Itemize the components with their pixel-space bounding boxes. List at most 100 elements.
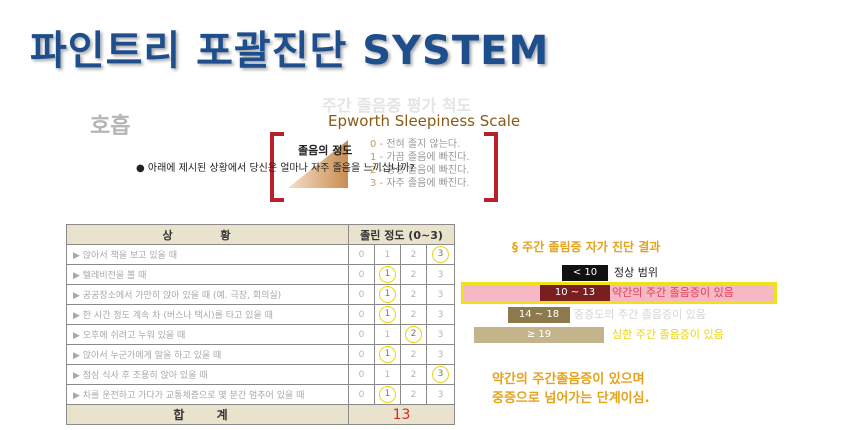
score-option-0[interactable]: 0: [348, 344, 375, 365]
score-value: 2: [410, 289, 417, 300]
score-option-2[interactable]: 2: [400, 304, 427, 325]
score-value: 2: [405, 326, 422, 343]
score-value: 0: [358, 289, 365, 300]
instruction-text: ● 아래에 제시된 상황에서 당신은 얼마나 자주 졸음을 느끼십니까?: [136, 163, 415, 174]
legend-item: 1 - 가끔 졸음에 빠진다.: [370, 152, 470, 163]
score-option-3[interactable]: 3: [425, 244, 456, 265]
score-option-1[interactable]: 1: [374, 304, 401, 325]
score-value: 0: [358, 309, 365, 320]
header-situation: 상 황: [66, 224, 349, 245]
result-text: 중증도의 주간 졸음증이 있음: [574, 308, 706, 321]
conclusion-text: 약간의 주간졸음증이 있으며 중증으로 넘어가는 단계이심.: [492, 370, 650, 408]
result-range-badge: ≥ 19: [474, 327, 604, 343]
score-option-3[interactable]: 3: [425, 384, 456, 405]
score-option-3[interactable]: 3: [425, 344, 456, 365]
score-value: 1: [384, 329, 391, 340]
score-option-2[interactable]: 2: [400, 284, 427, 305]
score-value: 3: [437, 309, 444, 320]
score-option-2[interactable]: 2: [400, 264, 427, 285]
score-option-1[interactable]: 1: [374, 284, 401, 305]
result-range-badge: 10 ~ 13: [540, 285, 610, 301]
score-value: 2: [410, 389, 417, 400]
score-option-3[interactable]: 3: [425, 264, 456, 285]
score-value: 1: [384, 369, 391, 380]
score-value: 3: [437, 349, 444, 360]
legend-item: 3 - 자주 졸음에 빠진다.: [370, 178, 470, 189]
result-text: 심한 주간 졸음증이 있음: [612, 328, 724, 341]
score-option-1[interactable]: 1: [374, 384, 401, 405]
score-option-0[interactable]: 0: [348, 324, 375, 345]
conclusion-line: 약간의 주간졸음증이 있으며: [492, 372, 645, 387]
result-text: 약간의 주간 졸음증이 있음: [612, 286, 734, 299]
score-value: 1: [384, 249, 391, 260]
score-option-0[interactable]: 0: [348, 304, 375, 325]
score-value: 3: [437, 329, 444, 340]
score-value: 0: [358, 269, 365, 280]
score-option-1[interactable]: 1: [374, 264, 401, 285]
situation-cell: ▶ 오후에 쉬려고 누워 있을 때: [66, 324, 349, 345]
conclusion-line: 중증으로 넘어가는 단계이심.: [492, 391, 650, 406]
score-option-1[interactable]: 1: [374, 244, 401, 265]
table-header-row: 상 황 졸린 정도 (0~3): [66, 224, 456, 245]
score-option-1[interactable]: 1: [374, 324, 401, 345]
bracket-left: [270, 132, 284, 202]
score-value: 2: [410, 249, 417, 260]
score-value: 3: [432, 246, 450, 263]
score-option-2[interactable]: 2: [400, 244, 427, 265]
situation-cell: ▶ 점심 식사 후 조용히 앉아 있을 때: [66, 364, 349, 385]
score-option-2[interactable]: 2: [400, 324, 427, 345]
result-row: ≥ 19 심한 주간 졸음증이 있음: [474, 327, 744, 343]
situation-cell: ▶ 차를 운전하고 가다가 교통체증으로 몇 분간 멈추어 있을 때: [66, 384, 349, 405]
score-value: 3: [437, 269, 444, 280]
score-value: 2: [410, 269, 417, 280]
score-value: 2: [410, 369, 417, 380]
score-option-2[interactable]: 2: [400, 364, 427, 385]
score-option-3[interactable]: 3: [425, 324, 456, 345]
result-range-badge: 14 ~ 18: [508, 307, 570, 323]
score-option-3[interactable]: 3: [425, 304, 456, 325]
score-option-3[interactable]: 3: [425, 284, 456, 305]
score-option-0[interactable]: 0: [348, 364, 375, 385]
intensity-wedge-icon: [288, 140, 348, 188]
score-option-2[interactable]: 2: [400, 384, 427, 405]
score-value: 3: [437, 389, 444, 400]
bracket-right: [484, 132, 498, 202]
situation-cell: ▶ 텔레비전을 볼 때: [66, 264, 349, 285]
score-value: 0: [358, 369, 365, 380]
score-option-0[interactable]: 0: [348, 264, 375, 285]
score-option-2[interactable]: 2: [400, 344, 427, 365]
score-option-3[interactable]: 3: [425, 364, 456, 385]
score-option-0[interactable]: 0: [348, 384, 375, 405]
legend-item: 0 - 전혀 졸지 않는다.: [370, 139, 461, 150]
page-title: 파인트리 포괄진단 SYSTEM: [30, 28, 550, 74]
situation-cell: ▶ 한 시간 정도 계속 차 (버스나 택시)를 타고 있을 때: [66, 304, 349, 325]
situation-cell: ▶ 공공장소에서 가만히 앉아 있을 때 (예. 극장, 회의실): [66, 284, 349, 305]
score-value: 0: [358, 329, 365, 340]
score-option-0[interactable]: 0: [348, 244, 375, 265]
score-value: 1: [379, 386, 396, 403]
score-option-1[interactable]: 1: [374, 344, 401, 365]
result-row: 14 ~ 18 중증도의 주간 졸음증이 있음: [508, 307, 758, 323]
legend-label: 졸음의 정도: [298, 144, 353, 157]
situation-cell: ▶ 앉아서 누군가에게 말을 하고 있을 때: [66, 344, 349, 365]
legend-box: 졸음의 정도 0 - 전혀 졸지 않는다. 1 - 가끔 졸음에 빠진다. 2 …: [270, 132, 498, 202]
legend-items: 0 - 전혀 졸지 않는다. 1 - 가끔 졸음에 빠진다. 2 - 종종 졸음…: [370, 138, 469, 190]
result-text: 정상 범위: [614, 266, 658, 279]
score-value: 2: [410, 349, 417, 360]
score-option-0[interactable]: 0: [348, 284, 375, 305]
scale-title-english: Epworth Sleepiness Scale: [328, 112, 521, 130]
total-label: 합 계: [66, 404, 349, 425]
score-option-1[interactable]: 1: [374, 364, 401, 385]
score-value: 3: [437, 289, 444, 300]
total-row: 합 계 13: [66, 404, 456, 425]
score-value: 2: [410, 309, 417, 320]
